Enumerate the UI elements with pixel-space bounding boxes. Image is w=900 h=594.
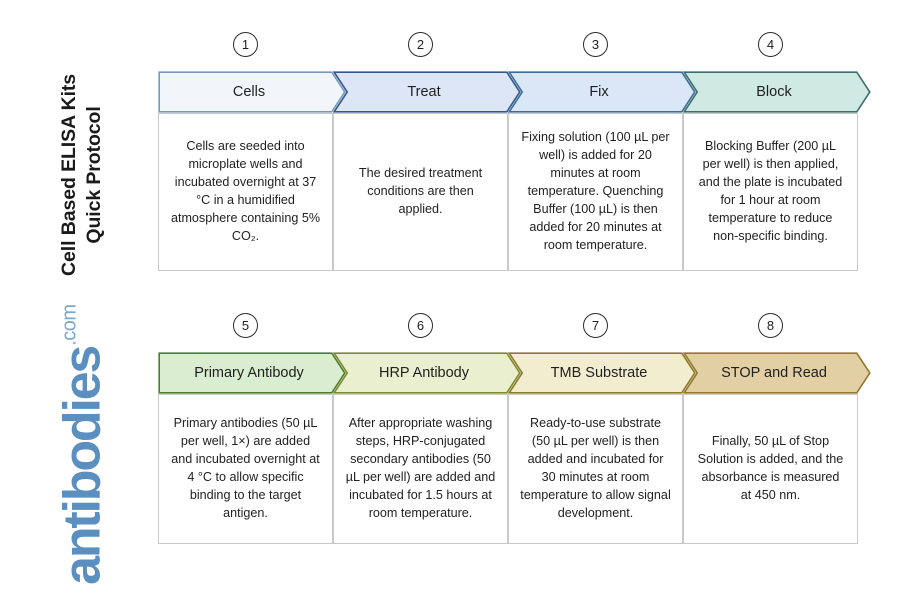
step-number-track-2: 5 6 7 8 — [158, 313, 858, 347]
step-chevron-shape-5 — [158, 352, 346, 394]
step-number-8: 8 — [758, 313, 783, 338]
step-label-1: Cells — [232, 84, 266, 100]
step-body-3: Fixing solution (100 µL per well) is add… — [508, 113, 683, 271]
step-body-text-4: Blocking Buffer (200 µL per well) is the… — [698, 139, 843, 243]
brand-logo: antibodies .com — [53, 300, 112, 590]
step-body-text-1: Cells are seeded into microplate wells a… — [170, 139, 321, 243]
brand-name: antibodies — [53, 346, 112, 585]
step-number-3: 3 — [583, 32, 608, 57]
step-header-5[interactable]: Primary Antibody — [158, 352, 346, 394]
page-title-line-2: Quick Protocol — [83, 106, 105, 244]
step-body-7: Ready-to-use substrate (50 µL per well) … — [508, 394, 683, 544]
step-chevron-shape-4 — [683, 71, 871, 113]
protocol-row-2: 5 6 7 8 Primary Antibody HRP Antibody TMB Sub… — [158, 313, 871, 544]
step-body-5: Primary antibodies (50 µL per well, 1×) … — [158, 394, 333, 544]
page-title: Cell Based ELISA Kits Quick Protocol — [57, 25, 107, 325]
step-number-2: 2 — [408, 32, 433, 57]
page-title-line-1: Cell Based ELISA Kits — [58, 73, 81, 276]
step-chevron-shape-2 — [333, 71, 521, 113]
step-body-1: Cells are seeded into microplate wells a… — [158, 113, 333, 271]
step-number-5: 5 — [233, 313, 258, 338]
step-header-8[interactable]: STOP and Read — [683, 352, 871, 394]
step-header-track-1: Cells Treat Fix Block — [158, 71, 871, 113]
step-body-text-8: Finally, 50 µL of Stop Solution is added… — [697, 434, 844, 502]
step-header-2[interactable]: Treat — [333, 71, 521, 113]
step-body-text-5: Primary antibodies (50 µL per well, 1×) … — [171, 416, 320, 520]
step-chevron-shape-8 — [683, 352, 871, 394]
step-label-4: Block — [756, 84, 792, 100]
step-label-7: TMB Substrate — [550, 365, 648, 381]
step-number-track-1: 1 2 3 4 — [158, 32, 858, 66]
step-body-track-2: Primary antibodies (50 µL per well, 1×) … — [158, 394, 858, 544]
step-body-8: Finally, 50 µL of Stop Solution is added… — [683, 394, 858, 544]
step-header-1[interactable]: Cells — [158, 71, 346, 113]
left-rail: Cell Based ELISA Kits Quick Protocol ant… — [0, 0, 152, 594]
step-chevron-shape-7 — [508, 352, 696, 394]
step-number-1: 1 — [233, 32, 258, 57]
step-label-8: STOP and Read — [721, 365, 827, 381]
step-body-text-7: Ready-to-use substrate (50 µL per well) … — [520, 416, 671, 520]
step-header-7[interactable]: TMB Substrate — [508, 352, 696, 394]
step-body-track-1: Cells are seeded into microplate wells a… — [158, 113, 858, 271]
brand-tld: .com — [58, 304, 81, 346]
step-body-2: The desired treatment conditions are the… — [333, 113, 508, 271]
step-chevron-shape-3 — [508, 71, 696, 113]
step-body-text-6: After appropriate washing steps, HRP-con… — [345, 416, 496, 520]
step-body-4: Blocking Buffer (200 µL per well) is the… — [683, 113, 858, 271]
step-body-text-2: The desired treatment conditions are the… — [358, 166, 483, 216]
step-number-4: 4 — [758, 32, 783, 57]
step-chevron-shape-6 — [333, 352, 521, 394]
protocol-row-1: 1 2 3 4 Cells Treat Fix Block Cells are seeded… — [158, 32, 871, 271]
step-label-6: HRP Antibody — [378, 365, 469, 381]
step-header-6[interactable]: HRP Antibody — [333, 352, 521, 394]
step-label-5: Primary Antibody — [194, 365, 304, 381]
step-body-text-3: Fixing solution (100 µL per well) is add… — [521, 130, 670, 252]
step-label-2: Treat — [407, 84, 441, 100]
step-header-4[interactable]: Block — [683, 71, 871, 113]
step-header-track-2: Primary Antibody HRP Antibody TMB Substrat… — [158, 352, 871, 394]
step-chevron-shape-1 — [158, 71, 346, 113]
step-label-3: Fix — [589, 84, 609, 100]
step-header-3[interactable]: Fix — [508, 71, 696, 113]
step-number-6: 6 — [408, 313, 433, 338]
step-number-7: 7 — [583, 313, 608, 338]
step-body-6: After appropriate washing steps, HRP-con… — [333, 394, 508, 544]
